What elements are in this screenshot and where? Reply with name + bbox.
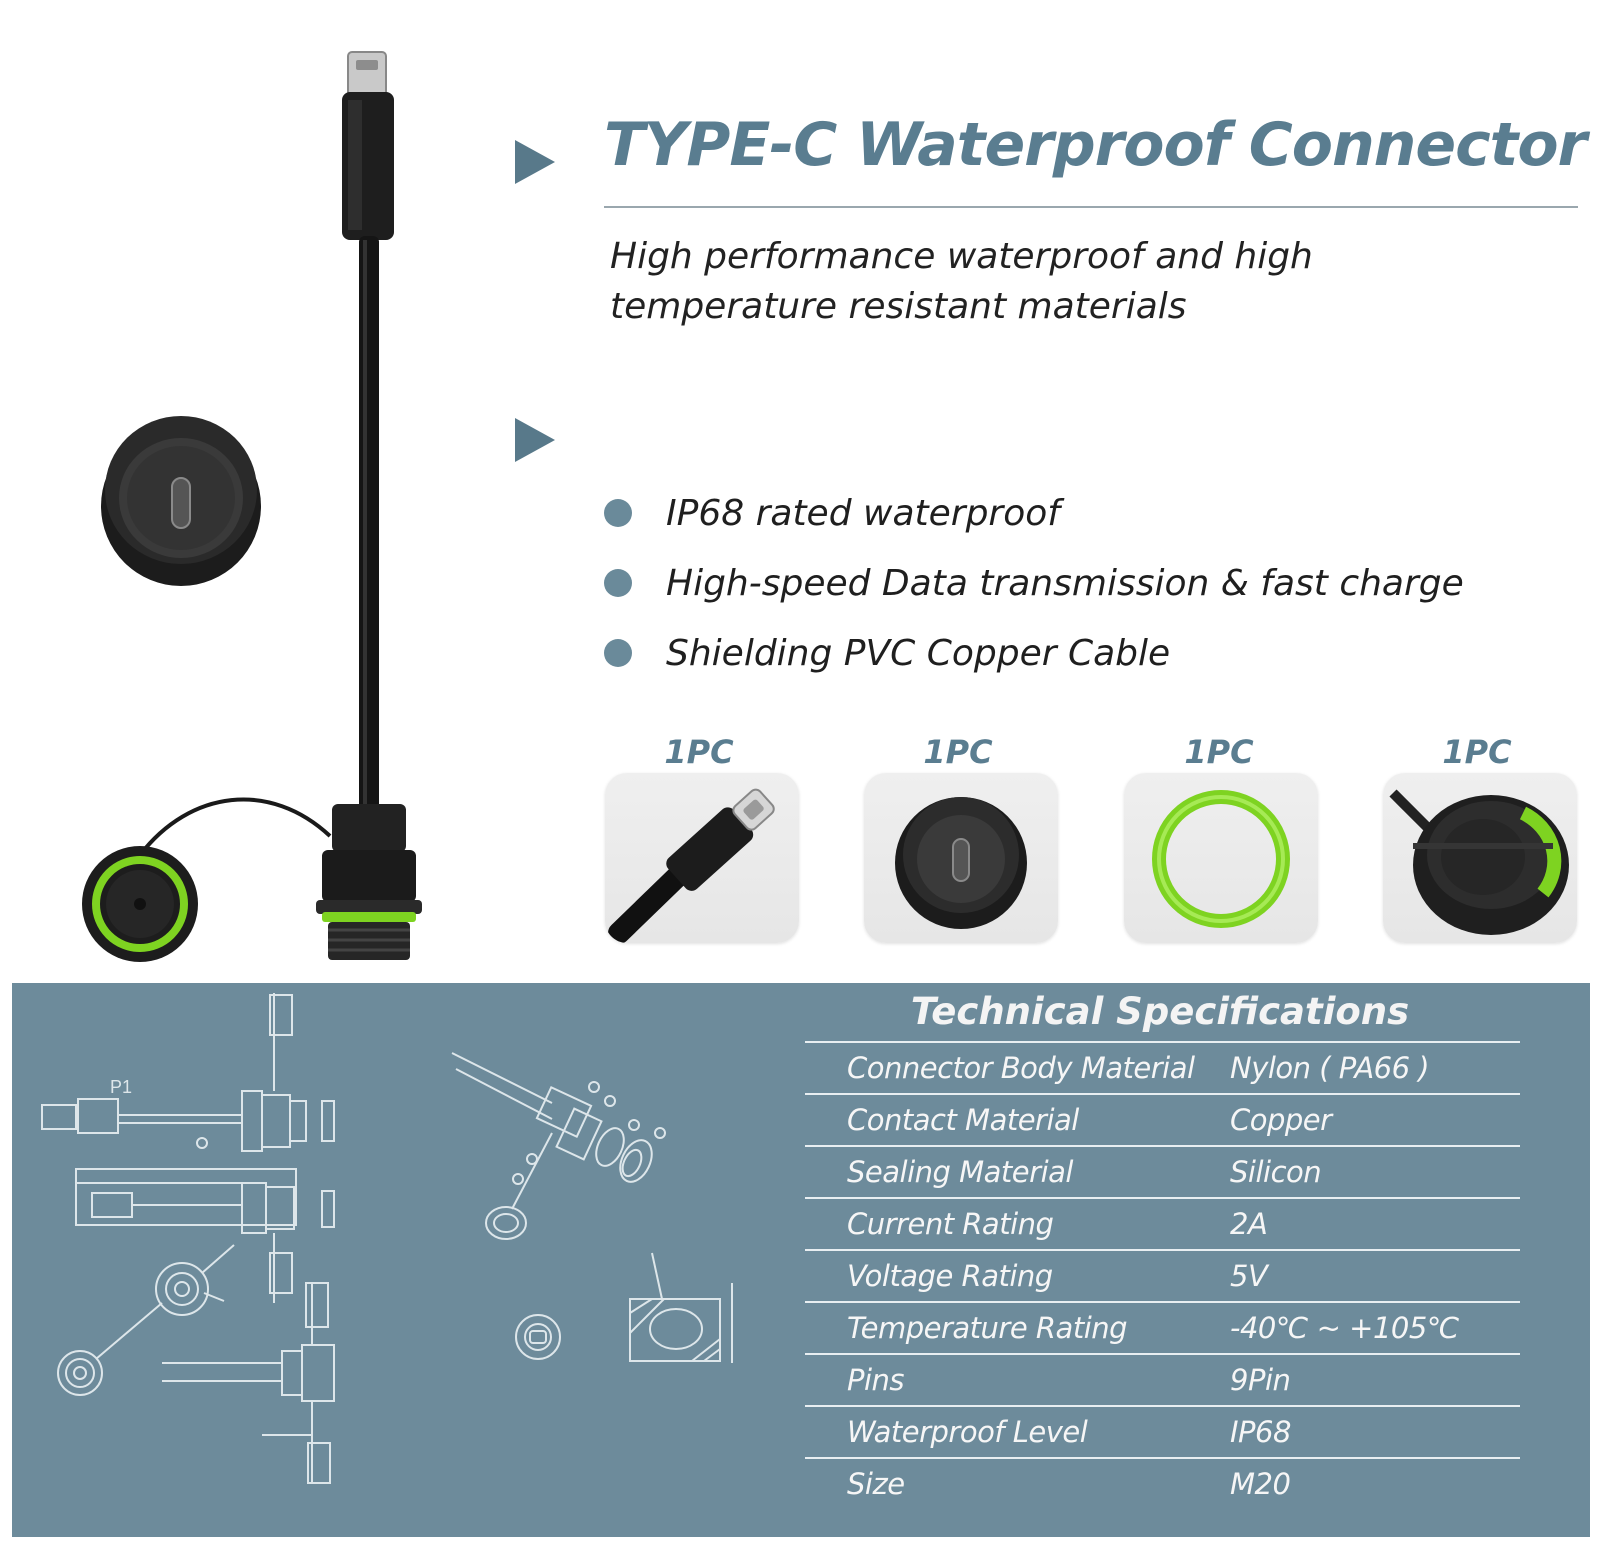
technical-drawings: P1 [41,993,733,1484]
product-cable-image [82,51,422,962]
spec-value: 2A [1230,1197,1520,1250]
spec-title: Technical Specifications [910,990,1410,1033]
spec-value: Silicon [1230,1145,1520,1198]
spec-value: 5V [1230,1249,1520,1302]
package-qty: 1PC [1442,733,1512,771]
feature-item: IP68 rated waterproof [604,478,1464,548]
spec-value: Nylon ( PA66 ) [1230,1041,1520,1094]
usb-c-plug-icon [608,788,775,943]
spec-value: Copper [1230,1093,1520,1146]
bullet-arrow-icon [515,140,555,184]
subtitle: High performance waterproof and high tem… [610,236,1313,327]
spec-label: Waterproof Level [805,1405,1230,1458]
spec-label: Size [805,1457,1230,1509]
spec-label: Contact Material [805,1093,1230,1146]
spec-value: IP68 [1230,1405,1520,1458]
bullet-dot-icon [604,569,632,597]
spec-label: Voltage Rating [805,1249,1230,1302]
spec-value: 9Pin [1230,1353,1520,1406]
feature-item: Shielding PVC Copper Cable [604,618,1464,688]
green-o-ring-icon [1152,790,1290,928]
spec-value: M20 [1230,1457,1520,1509]
spec-label: Temperature Rating [805,1301,1230,1354]
nut-with-seal-icon [1389,789,1569,935]
bullet-dot-icon [604,639,632,667]
package-item-o-ring [1124,773,1318,943]
package-qty: 1PC [923,733,993,771]
spec-value: -40℃ ~ +105℃ [1230,1301,1520,1354]
package-item-plug [605,773,799,943]
feature-item: High-speed Data transmission & fast char… [604,548,1464,618]
drawing-label-p1: P1 [110,1077,132,1097]
socket-face-icon [895,797,1027,929]
package-item-nut [1383,773,1577,943]
spec-label: Sealing Material [805,1145,1230,1198]
spec-label: Current Rating [805,1197,1230,1250]
spec-label: Connector Body Material [805,1041,1230,1094]
table-row: Temperature Rating-40℃ ~ +105℃ [805,1301,1520,1354]
bullet-dot-icon [604,499,632,527]
package-item-socket [864,773,1058,943]
package-qty: 1PC [664,733,734,771]
feature-list: IP68 rated waterproof High-speed Data tr… [604,478,1464,688]
bullet-arrow-icon [515,418,555,462]
page-title: TYPE-C Waterproof Connector [604,110,1587,180]
package-qty: 1PC [1184,733,1254,771]
socket-face-image [101,416,261,586]
spec-label: Pins [805,1353,1230,1406]
title-divider [604,206,1578,208]
